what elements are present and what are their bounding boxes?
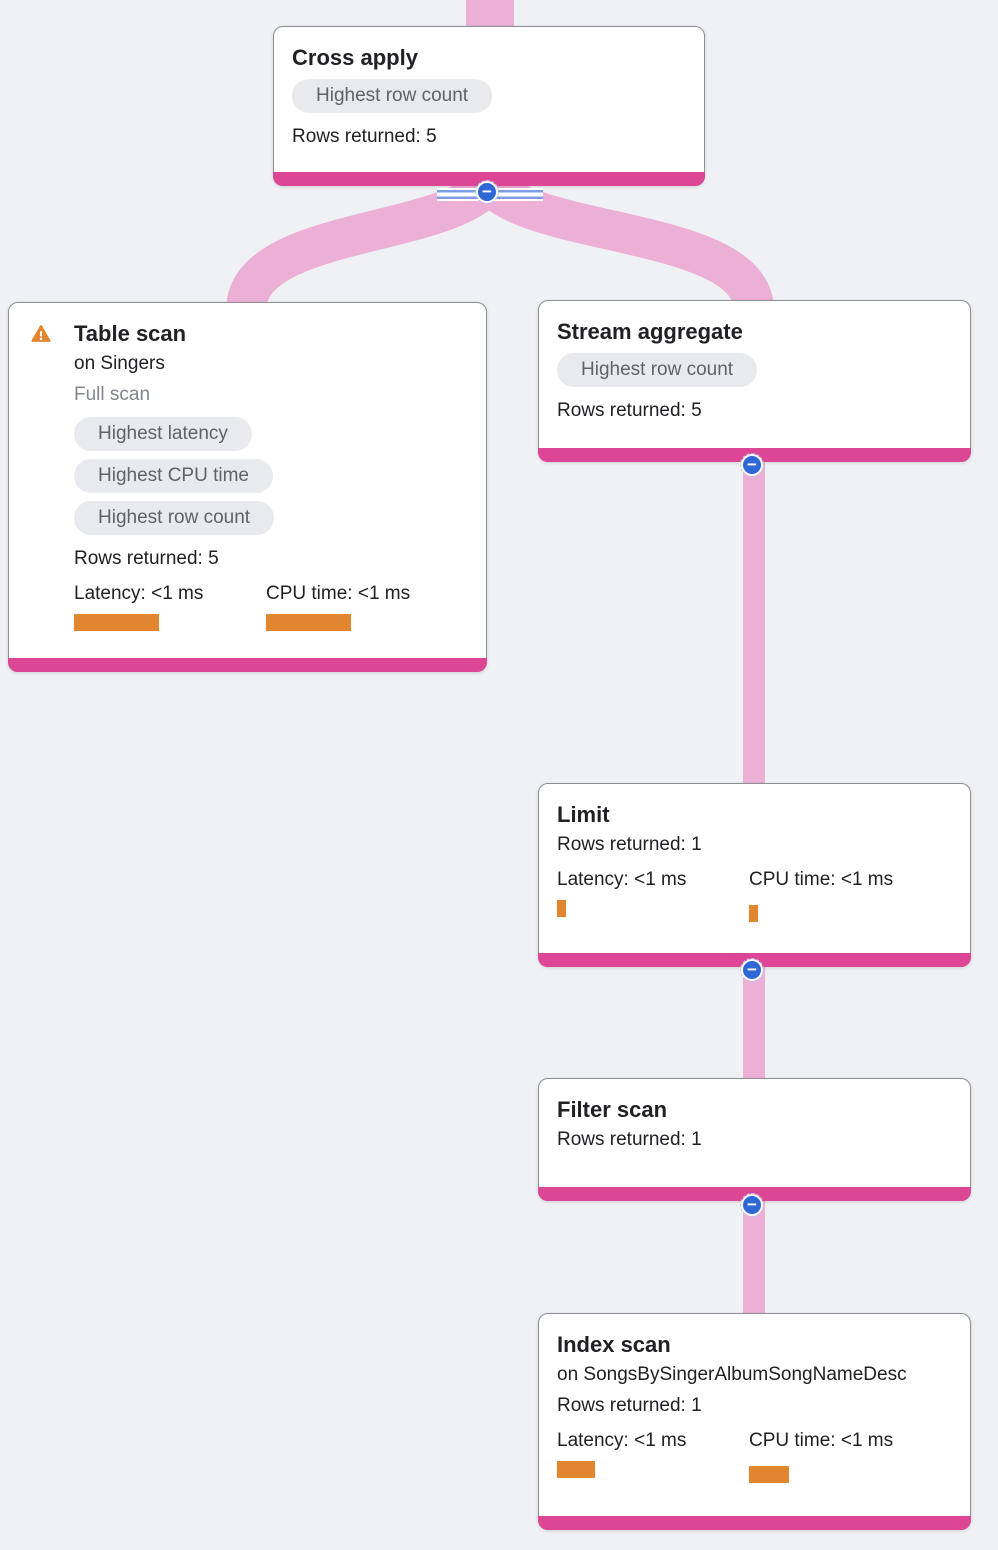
cpu-metric: CPU time: <1 ms [266,580,458,631]
node-title: Index scan [557,1332,671,1357]
minus-icon: − [747,959,757,979]
node-title: Limit [557,802,610,827]
plan-node-index-scan[interactable]: Index scan on SongsBySingerAlbumSongName… [538,1313,971,1530]
node-title: Table scan [74,321,187,346]
minus-icon: − [482,181,492,201]
latency-label: Latency: <1 ms [557,1430,687,1451]
minus-icon: − [747,454,757,474]
cpu-label: CPU time: <1 ms [749,869,894,890]
node-accent-bar [8,658,487,672]
node-subtitle: on Singers [74,353,165,374]
node-note: Full scan [74,384,151,405]
node-title: Filter scan [557,1097,668,1122]
latency-bar [557,1461,595,1478]
latency-bar [557,900,566,917]
collapse-button[interactable]: − [475,180,499,204]
rows-returned: Rows returned: 1 [557,1395,702,1416]
insight-badge: Highest row count [557,353,758,387]
latency-bar [74,614,159,631]
node-accent-bar [273,172,705,186]
edge-filterscan-indexscan [743,1185,765,1325]
cpu-bar [749,905,758,922]
latency-metric: Latency: <1 ms [74,580,266,631]
node-title: Stream aggregate [557,319,743,344]
latency-metric: Latency: <1 ms [557,1427,749,1483]
latency-label: Latency: <1 ms [557,869,687,890]
warning-icon [29,322,53,346]
insight-badge: Highest row count [292,79,493,113]
plan-node-cross-apply[interactable]: Cross apply Highest row count Rows retur… [273,26,705,186]
plan-node-limit[interactable]: Limit Rows returned: 1 Latency: <1 ms CP… [538,783,971,967]
edge-streamaggregate-limit [743,450,765,800]
collapse-button[interactable]: − [740,1193,764,1217]
edge-crossapply-tablescan [226,171,502,313]
insight-badge: Highest CPU time [74,459,273,493]
rows-returned: Rows returned: 5 [557,400,702,421]
rows-returned: Rows returned: 5 [74,548,219,569]
latency-label: Latency: <1 ms [74,583,204,604]
collapse-button[interactable]: − [740,958,764,982]
cpu-metric: CPU time: <1 ms [749,1427,941,1483]
insight-badge: Highest latency [74,417,252,451]
insight-badge: Highest row count [74,501,275,535]
cpu-bar [749,1466,789,1483]
plan-node-table-scan[interactable]: Table scan on Singers Full scan Highest … [8,302,487,672]
rows-returned: Rows returned: 1 [557,1129,702,1150]
edge-limit-filterscan [743,950,765,1090]
collapse-button[interactable]: − [740,453,764,477]
edge-crossapply-streamaggregate [476,171,774,313]
node-subtitle: on SongsBySingerAlbumSongNameDesc [557,1364,907,1385]
node-title: Cross apply [292,45,418,70]
cpu-metric: CPU time: <1 ms [749,866,941,922]
node-accent-bar [538,1516,971,1530]
cpu-bar [266,614,351,631]
minus-icon: − [747,1194,757,1214]
rows-returned: Rows returned: 5 [292,126,437,147]
plan-node-filter-scan[interactable]: Filter scan Rows returned: 1 [538,1078,971,1201]
plan-node-stream-aggregate[interactable]: Stream aggregate Highest row count Rows … [538,300,971,462]
cpu-label: CPU time: <1 ms [266,583,411,604]
cpu-label: CPU time: <1 ms [749,1430,894,1451]
rows-returned: Rows returned: 1 [557,834,702,855]
latency-metric: Latency: <1 ms [557,866,749,922]
edge-output-trunk [466,0,514,30]
